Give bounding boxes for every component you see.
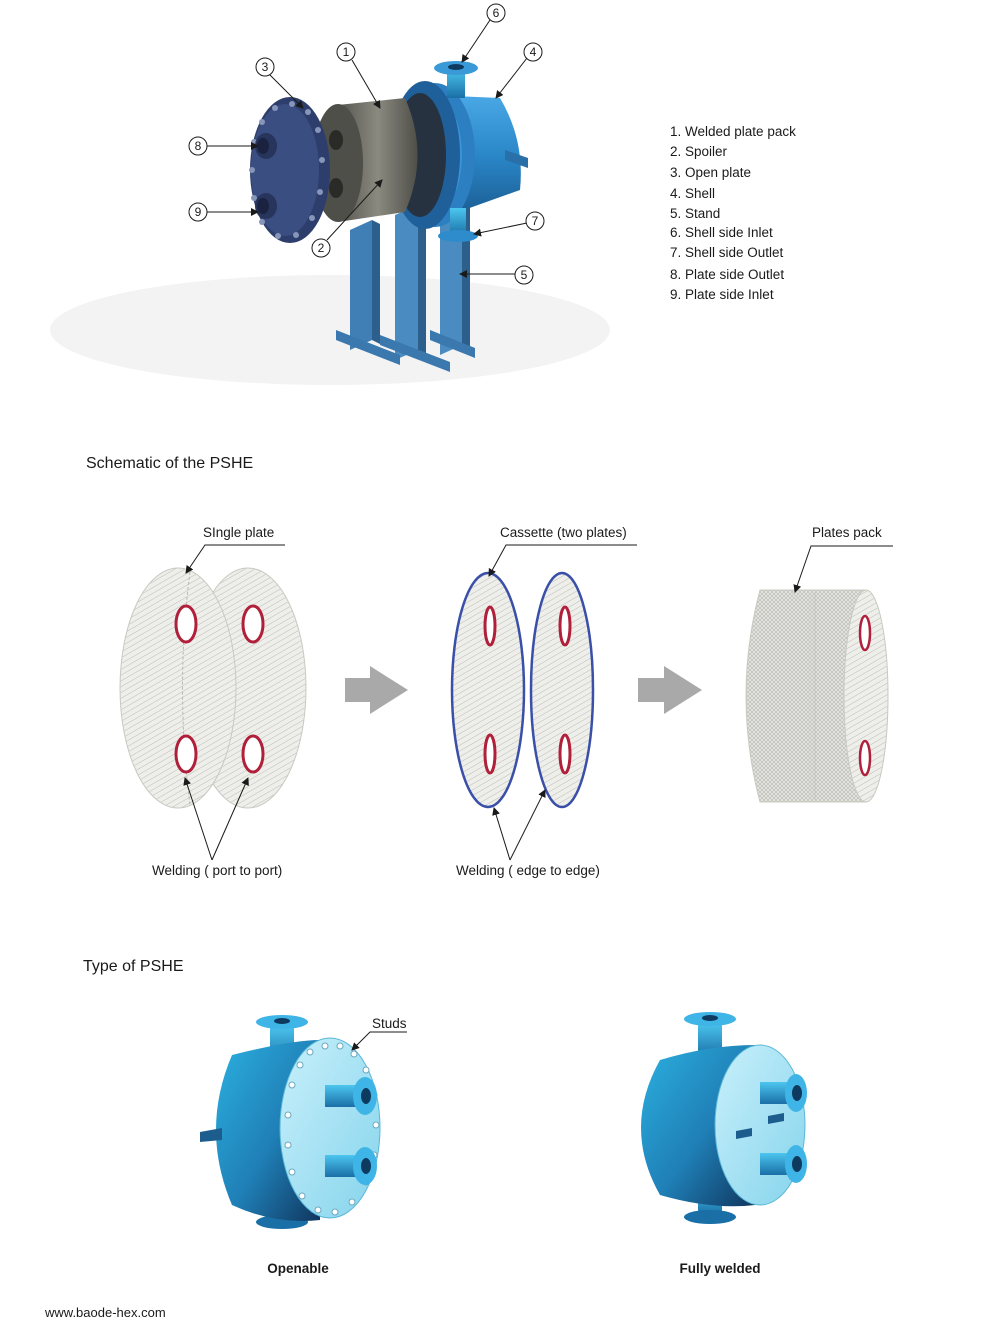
svg-text:9: 9	[195, 205, 202, 219]
schematic-leaders	[183, 544, 893, 861]
callout-4: 4	[523, 42, 543, 62]
legend-item: 4. Shell	[670, 186, 715, 201]
studs-label: Studs	[372, 1016, 407, 1031]
callout-3: 3	[255, 57, 275, 77]
exchanger-3d-illustration	[50, 61, 610, 385]
legend-item: 3. Open plate	[670, 165, 751, 180]
cassette-illustration	[450, 571, 595, 809]
callouts: 1 2 3 4 5 6 7 8 9	[188, 3, 545, 285]
callout-6: 6	[486, 3, 506, 23]
svg-text:8: 8	[195, 139, 202, 153]
svg-text:7: 7	[532, 214, 539, 228]
legend-item: 7. Shell side Outlet	[670, 245, 784, 260]
openable-pshe-illustration	[200, 1015, 381, 1229]
footer-url: www.baode-hex.com	[44, 1305, 166, 1320]
open-plate	[249, 97, 330, 243]
svg-text:1: 1	[343, 45, 350, 59]
callout-leaders	[206, 19, 528, 278]
svg-text:6: 6	[493, 6, 500, 20]
svg-text:4: 4	[530, 45, 537, 59]
legend-item: 5. Stand	[670, 206, 720, 221]
cassette-label: Cassette (two plates)	[500, 525, 627, 540]
legend-item: 8. Plate side Outlet	[670, 267, 784, 282]
process-arrow	[345, 666, 408, 714]
callout-5: 5	[514, 265, 534, 285]
process-arrow	[638, 666, 702, 714]
single-plate-illustration	[119, 567, 307, 809]
schematic-title: Schematic of the PSHE	[86, 455, 253, 472]
types-title: Type of PSHE	[83, 958, 184, 975]
plates-pack-label: Plates pack	[812, 525, 882, 540]
legend-item: 9. Plate side Inlet	[670, 287, 774, 302]
openable-label: Openable	[267, 1261, 329, 1276]
plates-pack-illustration	[745, 589, 889, 803]
callout-7: 7	[525, 211, 545, 231]
welding-port-label: Welding ( port to port)	[152, 863, 282, 878]
studs-leader	[351, 1031, 407, 1051]
callout-8: 8	[188, 136, 208, 156]
welded-plate-pack	[313, 98, 418, 222]
svg-text:3: 3	[262, 60, 269, 74]
legend-item: 1. Welded plate pack	[670, 124, 796, 139]
svg-text:5: 5	[521, 268, 528, 282]
component-legend: 1. Welded plate pack 2. Spoiler 3. Open …	[670, 124, 796, 302]
fully-welded-label: Fully welded	[679, 1261, 760, 1276]
callout-2: 2	[311, 238, 331, 258]
legend-item: 2. Spoiler	[670, 144, 728, 159]
callout-1: 1	[336, 42, 356, 62]
single-plate-label: SIngle plate	[203, 525, 274, 540]
svg-text:2: 2	[318, 241, 325, 255]
legend-item: 6. Shell side Inlet	[670, 225, 773, 240]
welding-edge-label: Welding ( edge to edge)	[456, 863, 600, 878]
fully-welded-pshe-illustration	[641, 1012, 807, 1224]
callout-9: 9	[188, 202, 208, 222]
